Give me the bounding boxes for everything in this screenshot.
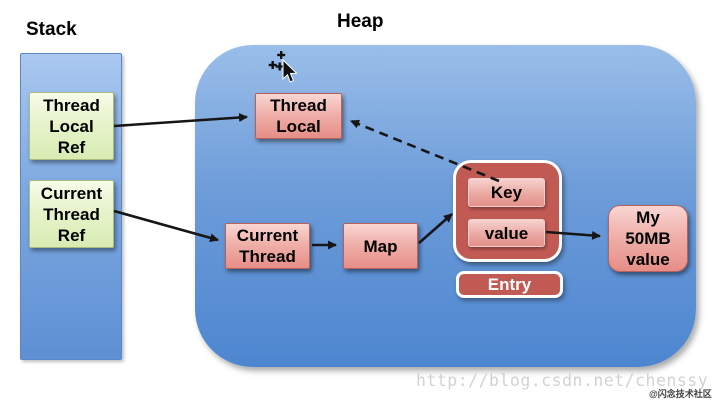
stack-box-current-thread-ref: Current Thread Ref: [29, 180, 114, 248]
entry-label: Entry: [456, 271, 563, 298]
entry-value-node: value: [468, 219, 545, 247]
stack-section-label: Stack: [26, 19, 77, 40]
heap-node-map: Map: [343, 223, 418, 269]
watermark-blog-url: http://blog.csdn.net/chenssy: [416, 371, 709, 390]
move-cursor-icon: [268, 51, 298, 83]
stack-box-thread-local-ref: Thread Local Ref: [29, 92, 114, 160]
heap-node-thread-local: Thread Local: [255, 93, 342, 139]
heap-section-label: Heap: [337, 11, 384, 32]
entry-key-node: Key: [468, 178, 545, 207]
heap-node-current-thread: Current Thread: [225, 223, 310, 269]
watermark-community-badge: @闪念技术社区: [649, 389, 712, 399]
heap-node-my-50mb-value: My 50MB value: [608, 205, 688, 272]
